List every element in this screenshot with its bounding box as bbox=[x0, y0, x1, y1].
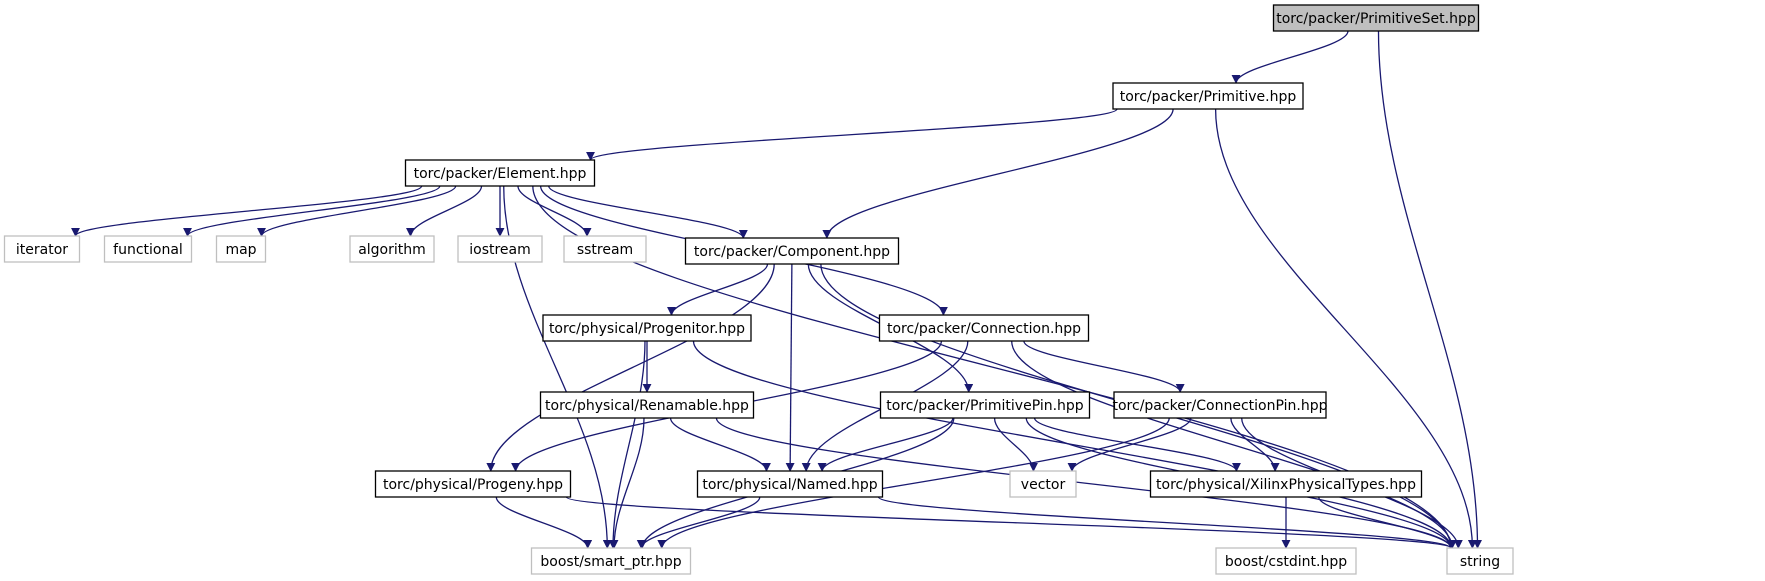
node-named-box bbox=[696, 470, 884, 498]
node-sstream-box bbox=[563, 235, 647, 263]
edge-element-to-functional bbox=[183, 185, 441, 237]
edge-component-to-progenitor bbox=[667, 263, 769, 316]
edge-connectionpin-to-smartptr bbox=[657, 417, 1170, 549]
node-vector-box bbox=[1009, 470, 1077, 498]
node-map-label: map bbox=[225, 242, 256, 258]
node-component-label: torc/packer/Component.hpp bbox=[694, 244, 890, 260]
node-iterator-box bbox=[3, 235, 81, 263]
edge-component-to-named bbox=[785, 263, 795, 472]
edge-progeny-to-smartptr bbox=[495, 496, 593, 549]
node-primitiveset-label: torc/packer/PrimitiveSet.hpp bbox=[1276, 11, 1476, 27]
edge-element-to-map bbox=[257, 185, 457, 237]
edge-element-to-component bbox=[548, 185, 748, 239]
node-smartptr-box bbox=[530, 547, 692, 575]
node-functional: functional bbox=[103, 235, 193, 263]
node-progeny-box bbox=[374, 470, 572, 498]
edge-primitivepin-to-named bbox=[817, 417, 954, 472]
node-iostream-label: iostream bbox=[469, 242, 531, 258]
edge-connection-to-connectionpin bbox=[1023, 340, 1185, 393]
node-xilinx-box bbox=[1149, 470, 1423, 498]
node-string: string bbox=[1446, 547, 1514, 575]
node-primitivepin[interactable]: torc/packer/PrimitivePin.hpp bbox=[879, 391, 1091, 419]
edge-primitivepin-to-vector bbox=[993, 417, 1038, 472]
node-named[interactable]: torc/physical/Named.hpp bbox=[696, 470, 884, 498]
edge-progenitor-to-smartptr bbox=[608, 340, 646, 549]
node-algorithm: algorithm bbox=[349, 235, 435, 263]
node-primitiveset[interactable]: torc/packer/PrimitiveSet.hpp bbox=[1272, 4, 1480, 32]
node-connectionpin-box bbox=[1113, 391, 1327, 419]
node-sstream: sstream bbox=[563, 235, 647, 263]
node-sstream-label: sstream bbox=[577, 242, 633, 258]
node-smartptr-label: boost/smart_ptr.hpp bbox=[540, 554, 681, 570]
node-iostream-box bbox=[457, 235, 543, 263]
node-string-box bbox=[1446, 547, 1514, 575]
node-progeny[interactable]: torc/physical/Progeny.hpp bbox=[374, 470, 572, 498]
node-progeny-label: torc/physical/Progeny.hpp bbox=[383, 477, 563, 493]
edge-primitiveset-to-string bbox=[1377, 30, 1483, 549]
node-progenitor-box bbox=[542, 314, 752, 342]
node-iterator: iterator bbox=[3, 235, 81, 263]
node-vector-label: vector bbox=[1021, 477, 1066, 493]
edge-xilinx-to-string bbox=[1318, 496, 1456, 549]
edge-primitive-to-component bbox=[822, 108, 1174, 239]
node-map: map bbox=[215, 235, 267, 263]
edge-renamable-to-smartptr bbox=[609, 417, 645, 549]
edge-component-to-progeny bbox=[486, 263, 775, 472]
node-component[interactable]: torc/packer/Component.hpp bbox=[684, 237, 900, 265]
node-connection-box bbox=[878, 314, 1090, 342]
node-primitive[interactable]: torc/packer/Primitive.hpp bbox=[1112, 82, 1304, 110]
node-connectionpin[interactable]: torc/packer/ConnectionPin.hpp bbox=[1113, 391, 1328, 419]
edge-connection-to-string bbox=[1011, 340, 1457, 549]
node-xilinx-label: torc/physical/XilinxPhysicalTypes.hpp bbox=[1156, 477, 1416, 493]
edge-primitive-to-element bbox=[586, 108, 1118, 161]
edge-element-to-algorithm bbox=[406, 185, 483, 237]
node-iostream: iostream bbox=[457, 235, 543, 263]
node-primitive-label: torc/packer/Primitive.hpp bbox=[1120, 89, 1297, 105]
node-cstdint-box bbox=[1215, 547, 1357, 575]
edge-named-to-smartptr bbox=[636, 496, 761, 549]
edge-primitive-to-string bbox=[1214, 108, 1477, 549]
edge-element-to-iterator bbox=[71, 185, 423, 237]
edge-primitivepin-to-xilinx bbox=[1033, 417, 1241, 472]
edge-primitiveset-to-primitive bbox=[1231, 30, 1349, 84]
nodes-layer: torc/packer/PrimitiveSet.hpp torc/packer/… bbox=[3, 4, 1514, 575]
edge-connectionpin-to-vector bbox=[1067, 417, 1192, 472]
edge-progeny-to-string bbox=[565, 496, 1456, 549]
node-primitive-box bbox=[1112, 82, 1304, 110]
node-named-label: torc/physical/Named.hpp bbox=[702, 477, 877, 493]
node-element-label: torc/packer/Element.hpp bbox=[414, 166, 587, 182]
node-xilinx[interactable]: torc/physical/XilinxPhysicalTypes.hpp bbox=[1149, 470, 1423, 498]
node-functional-box bbox=[103, 235, 193, 263]
node-connectionpin-label: torc/packer/ConnectionPin.hpp bbox=[1113, 398, 1328, 414]
node-renamable-box bbox=[539, 391, 755, 419]
node-connection-label: torc/packer/Connection.hpp bbox=[887, 321, 1081, 337]
edge-connectionpin-to-xilinx bbox=[1230, 417, 1280, 472]
edge-element-to-sstream bbox=[517, 185, 592, 237]
node-primitivepin-box bbox=[879, 391, 1091, 419]
node-element-box bbox=[404, 159, 596, 187]
node-component-box bbox=[684, 237, 900, 265]
node-progenitor[interactable]: torc/physical/Progenitor.hpp bbox=[542, 314, 752, 342]
node-map-box bbox=[215, 235, 267, 263]
node-algorithm-label: algorithm bbox=[358, 242, 426, 258]
edge-progenitor-to-string bbox=[692, 340, 1456, 549]
node-renamable[interactable]: torc/physical/Renamable.hpp bbox=[539, 391, 755, 419]
node-smartptr: boost/smart_ptr.hpp bbox=[530, 547, 692, 575]
node-string-label: string bbox=[1460, 554, 1500, 570]
node-primitivepin-label: torc/packer/PrimitivePin.hpp bbox=[886, 398, 1084, 414]
node-progenitor-label: torc/physical/Progenitor.hpp bbox=[549, 321, 745, 337]
node-functional-label: functional bbox=[113, 242, 183, 258]
node-renamable-label: torc/physical/Renamable.hpp bbox=[545, 398, 749, 414]
node-primitiveset-box bbox=[1272, 4, 1480, 32]
node-vector: vector bbox=[1009, 470, 1077, 498]
node-element[interactable]: torc/packer/Element.hpp bbox=[404, 159, 596, 187]
node-connection[interactable]: torc/packer/Connection.hpp bbox=[878, 314, 1090, 342]
node-cstdint: boost/cstdint.hpp bbox=[1215, 547, 1357, 575]
edge-renamable-to-named bbox=[669, 417, 771, 472]
node-algorithm-box bbox=[349, 235, 435, 263]
edge-named-to-string bbox=[877, 496, 1456, 549]
node-cstdint-label: boost/cstdint.hpp bbox=[1225, 554, 1347, 570]
node-iterator-label: iterator bbox=[16, 242, 68, 258]
